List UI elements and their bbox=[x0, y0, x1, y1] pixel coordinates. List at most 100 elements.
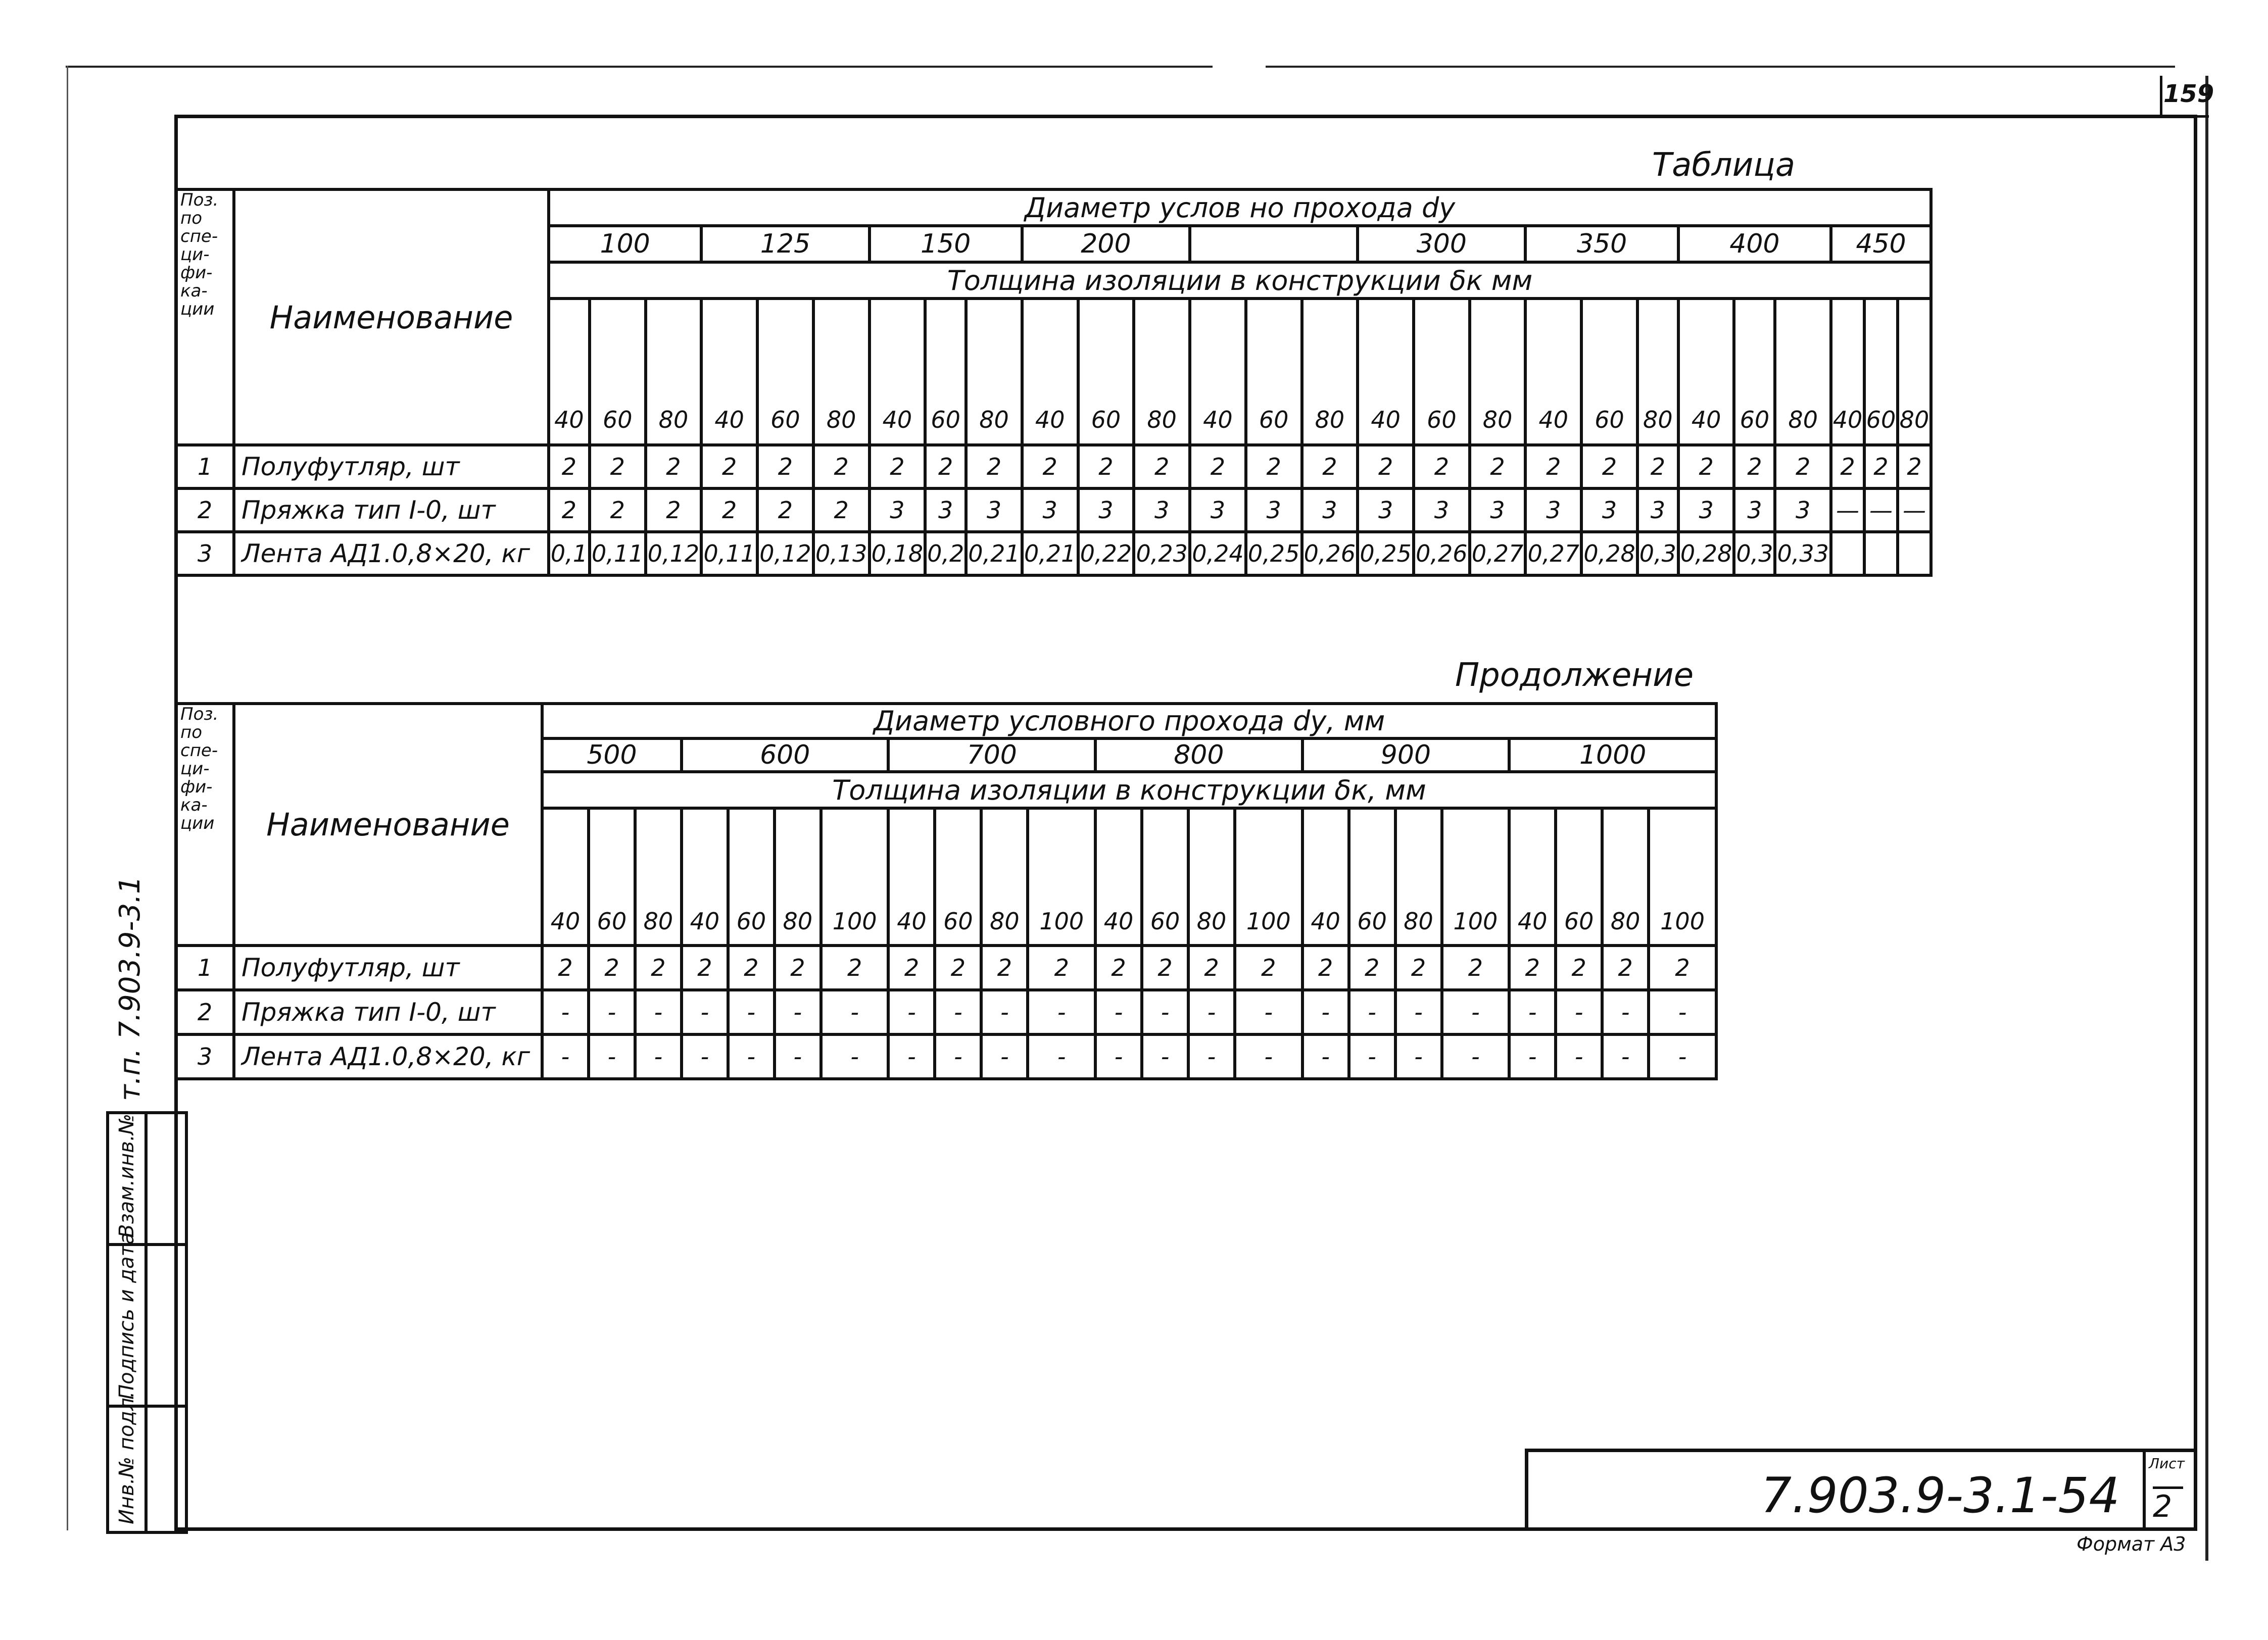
thickness-value: 60 bbox=[1347, 807, 1397, 947]
row-value: 2 bbox=[1094, 944, 1144, 991]
row-value: 2 bbox=[644, 487, 703, 533]
thickness-value: 80 bbox=[1635, 297, 1680, 446]
top-border-line-right bbox=[1266, 66, 2175, 68]
row-value: 2 bbox=[588, 443, 647, 490]
top-border-line bbox=[66, 66, 1213, 68]
diameter-header: Диаметр услов но прохода dу bbox=[547, 188, 1933, 227]
row-value: 0,24 bbox=[1188, 530, 1247, 577]
row-value: 2 bbox=[1862, 443, 1899, 490]
thickness-value: 60 bbox=[1076, 297, 1136, 446]
thickness-value: 100 bbox=[819, 807, 890, 947]
row-value: 0,11 bbox=[700, 530, 759, 577]
row-value: - bbox=[633, 1033, 683, 1080]
diameter-value: 600 bbox=[680, 737, 890, 773]
row-value: - bbox=[1300, 1033, 1350, 1080]
row-value: 3 bbox=[1020, 487, 1080, 533]
row-value: - bbox=[1347, 988, 1397, 1036]
row-value bbox=[1896, 530, 1933, 577]
thickness-value: 40 bbox=[1676, 297, 1736, 446]
row-value: - bbox=[1233, 988, 1304, 1036]
row-value: 0,28 bbox=[1676, 530, 1736, 577]
row-value: 0,33 bbox=[1773, 530, 1833, 577]
row-value: 2 bbox=[547, 443, 591, 490]
row-value: 2 bbox=[680, 944, 730, 991]
thickness-value: 40 bbox=[541, 807, 590, 947]
row-value: 2 bbox=[1393, 944, 1443, 991]
side-stamp-replace-label: Взам.инв.№ bbox=[115, 1113, 138, 1238]
diameter-value: 350 bbox=[1524, 224, 1680, 264]
row-value: - bbox=[587, 988, 637, 1036]
thickness-value: 100 bbox=[1233, 807, 1304, 947]
row-value: 0,25 bbox=[1356, 530, 1415, 577]
thickness-value: 80 bbox=[964, 297, 1024, 446]
row-value: — bbox=[1829, 487, 1866, 533]
diameter-value: 900 bbox=[1300, 737, 1511, 773]
name-header: Наименование bbox=[232, 188, 550, 446]
row-value: 2 bbox=[811, 487, 871, 533]
row-value: 3 bbox=[1676, 487, 1736, 533]
thickness-value: 100 bbox=[1647, 807, 1718, 947]
row-value bbox=[1829, 530, 1866, 577]
thickness-value: 40 bbox=[700, 297, 759, 446]
row-value: - bbox=[980, 1033, 1030, 1080]
row-value: 2 bbox=[547, 487, 591, 533]
row-pos: 3 bbox=[174, 530, 235, 577]
name-header: Наименование bbox=[232, 702, 544, 947]
row-value: 2 bbox=[1896, 443, 1933, 490]
side-stamp-label-column bbox=[109, 1114, 148, 1531]
row-value: - bbox=[1440, 988, 1511, 1036]
thickness-value: 80 bbox=[980, 807, 1030, 947]
row-value: 0,12 bbox=[644, 530, 703, 577]
row-value: 3 bbox=[1244, 487, 1304, 533]
row-value: 2 bbox=[980, 944, 1030, 991]
row-name: Лента АД1.0,8×20, кг bbox=[232, 530, 550, 577]
row-name: Пряжка тип I-0, шт bbox=[232, 487, 550, 533]
thickness-value: 60 bbox=[924, 297, 968, 446]
thickness-value: 80 bbox=[773, 807, 823, 947]
row-value: 2 bbox=[1732, 443, 1777, 490]
row-value: - bbox=[773, 1033, 823, 1080]
row-value: - bbox=[819, 1033, 890, 1080]
row-value: 3 bbox=[1188, 487, 1247, 533]
row-value: - bbox=[980, 988, 1030, 1036]
row-value: 0,22 bbox=[1076, 530, 1136, 577]
thickness-value: 40 bbox=[547, 297, 591, 446]
row-value: - bbox=[1094, 1033, 1144, 1080]
row-value: 2 bbox=[1601, 944, 1651, 991]
thickness-value: 60 bbox=[1732, 297, 1777, 446]
thickness-value: 80 bbox=[1187, 807, 1236, 947]
row-value: - bbox=[1601, 988, 1651, 1036]
row-value: - bbox=[773, 988, 823, 1036]
thickness-value: 40 bbox=[887, 807, 937, 947]
row-value: 0,18 bbox=[867, 530, 927, 577]
row-value: - bbox=[1647, 988, 1718, 1036]
row-pos: 3 bbox=[174, 1033, 235, 1080]
row-value: 2 bbox=[1300, 944, 1350, 991]
thickness-value: 80 bbox=[1300, 297, 1360, 446]
row-value: 0,3 bbox=[1635, 530, 1680, 577]
row-value: 2 bbox=[700, 443, 759, 490]
row-value bbox=[1862, 530, 1899, 577]
row-value: 2 bbox=[1347, 944, 1397, 991]
row-value: 2 bbox=[1300, 443, 1360, 490]
row-value: 2 bbox=[1508, 944, 1558, 991]
row-pos: 1 bbox=[174, 443, 235, 490]
row-value: 0,21 bbox=[964, 530, 1024, 577]
row-value: 2 bbox=[819, 944, 890, 991]
diameter-value: 125 bbox=[700, 224, 871, 264]
row-value: 0,21 bbox=[1020, 530, 1080, 577]
sheet-label: Лист bbox=[2149, 1455, 2185, 1472]
row-value: 2 bbox=[1773, 443, 1833, 490]
row-value: 2 bbox=[1026, 944, 1097, 991]
diameter-value: 400 bbox=[1676, 224, 1833, 264]
thickness-value: 80 bbox=[1132, 297, 1192, 446]
row-value: - bbox=[1554, 1033, 1604, 1080]
row-value: - bbox=[887, 988, 937, 1036]
row-value: 2 bbox=[773, 944, 823, 991]
row-value: - bbox=[1187, 988, 1236, 1036]
right-margin-line bbox=[2205, 76, 2208, 1561]
row-value: - bbox=[680, 988, 730, 1036]
thickness-value: 60 bbox=[1580, 297, 1639, 446]
